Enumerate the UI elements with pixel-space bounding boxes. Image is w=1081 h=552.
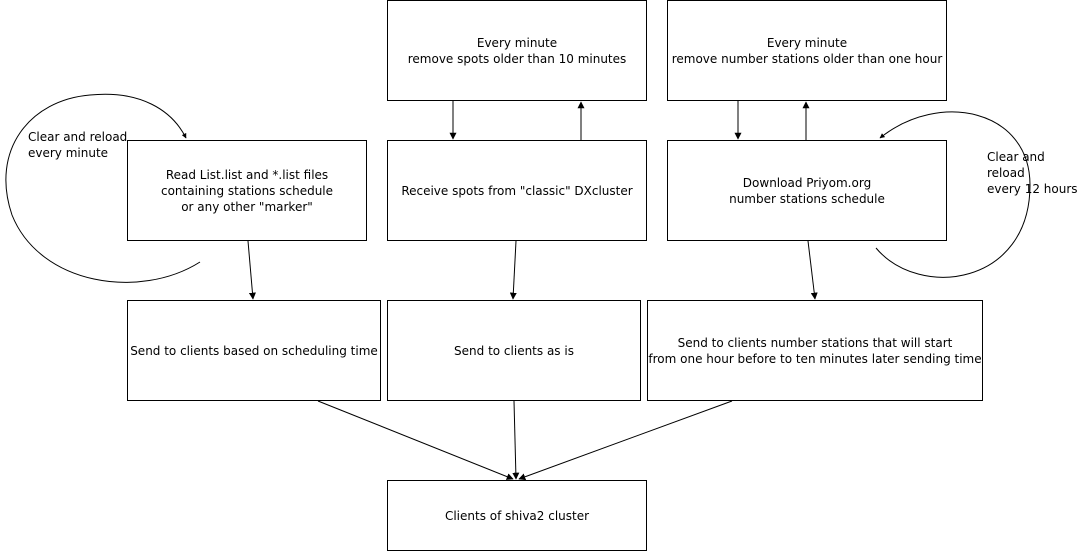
send-number-stations-label: Send to clients number stations that wil…	[648, 335, 982, 366]
read-list-label: Read List.list and *.list files containi…	[160, 167, 334, 214]
arrow-send-stations-to-clients	[518, 400, 733, 481]
arrow-send-as-is-to-clients	[512, 400, 520, 480]
send-scheduling-node: Send to clients based on scheduling time	[127, 300, 381, 401]
download-priyom-node: Download Priyom.org number stations sche…	[667, 140, 947, 241]
send-number-stations-node: Send to clients number stations that wil…	[647, 300, 983, 401]
remove-spots-label: Every minute remove spots older than 10 …	[407, 35, 627, 66]
right-reload-loop	[875, 111, 1031, 278]
clients-node: Clients of shiva2 cluster	[387, 480, 647, 551]
arrow-send-scheduling-to-clients	[317, 400, 514, 480]
clients-label: Clients of shiva2 cluster	[444, 508, 590, 523]
arrow-receive-to-send-as-is	[509, 240, 517, 300]
left-loop-note: Clear and reload every minute	[28, 130, 128, 160]
left-reload-loop	[5, 93, 201, 283]
send-as-is-node: Send to clients as is	[387, 300, 641, 401]
right-loop-note: Clear and reload every 12 hours	[987, 150, 1078, 196]
send-scheduling-label: Send to clients based on scheduling time	[130, 343, 378, 358]
arrow-download-to-send-stations	[807, 240, 818, 300]
remove-stations-label: Every minute remove number stations olde…	[671, 35, 943, 66]
read-list-node: Read List.list and *.list files containi…	[127, 140, 367, 241]
download-priyom-label: Download Priyom.org number stations sche…	[729, 175, 885, 206]
send-as-is-label: Send to clients as is	[454, 343, 574, 358]
arrow-read-to-send-scheduling	[247, 240, 256, 300]
remove-spots-node: Every minute remove spots older than 10 …	[387, 0, 647, 101]
remove-stations-node: Every minute remove number stations olde…	[667, 0, 947, 101]
receive-spots-label: Receive spots from "classic" DXcluster	[401, 183, 633, 198]
receive-spots-node: Receive spots from "classic" DXcluster	[387, 140, 647, 241]
